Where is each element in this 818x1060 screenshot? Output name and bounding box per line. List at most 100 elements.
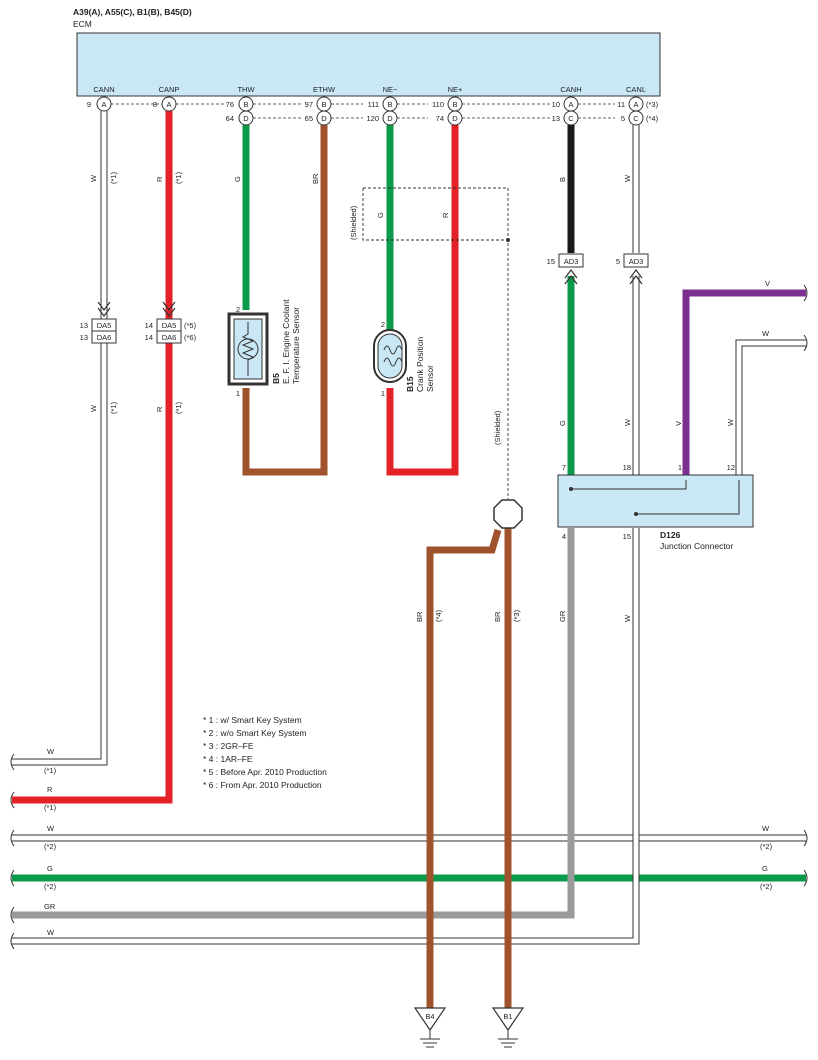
note-1: * 1 : w/ Smart Key System	[203, 715, 302, 725]
svg-text:(*3): (*3)	[512, 609, 521, 622]
svg-text:(*1): (*1)	[109, 171, 118, 184]
note-5: * 5 : Before Apr. 2010 Production	[203, 767, 327, 777]
svg-text:BR: BR	[415, 611, 424, 622]
shield-ground-splice	[493, 499, 523, 529]
svg-text:13: 13	[80, 321, 88, 330]
svg-text:10: 10	[552, 100, 560, 109]
svg-text:D: D	[387, 114, 393, 123]
svg-text:13: 13	[80, 333, 88, 342]
svg-text:7: 7	[562, 463, 566, 472]
svg-text:G: G	[233, 176, 242, 182]
svg-text:V: V	[674, 421, 683, 426]
svg-text:15: 15	[623, 532, 631, 541]
wire-canp	[12, 111, 173, 804]
svg-text:(*5): (*5)	[184, 321, 197, 330]
svg-text:R: R	[155, 406, 164, 412]
svg-text:W: W	[47, 928, 55, 937]
svg-text:GR: GR	[44, 902, 56, 911]
terminal-ne-minus: B 111 D 120	[366, 96, 398, 126]
shield-lines	[362, 187, 509, 499]
svg-text:G: G	[558, 420, 567, 426]
svg-text:BR: BR	[311, 173, 320, 184]
svg-text:15: 15	[547, 257, 555, 266]
svg-text:B: B	[558, 177, 567, 182]
svg-text:5: 5	[616, 257, 620, 266]
svg-text:(*1): (*1)	[109, 401, 118, 414]
terminal-pair-dashes	[111, 103, 615, 119]
svg-text:W: W	[89, 174, 98, 182]
svg-text:W: W	[726, 418, 735, 426]
ecm-name: ECM	[73, 19, 92, 29]
svg-text:R: R	[155, 176, 164, 182]
svg-text:B1: B1	[503, 1012, 512, 1021]
ecm-box	[76, 32, 661, 97]
svg-text:(*2): (*2)	[44, 842, 57, 851]
svg-text:(Shielded): (Shielded)	[493, 410, 502, 445]
svg-text:W: W	[623, 614, 632, 622]
ecm-terminals: A 9 A 8 B 76 D 64 B 97 D 65 B 111	[87, 96, 659, 126]
svg-text:4: 4	[562, 532, 566, 541]
svg-text:(*4): (*4)	[434, 609, 443, 622]
wire-w-pin15	[12, 528, 640, 945]
svg-text:(Shielded): (Shielded)	[349, 205, 358, 240]
pin-label-ne-plus: NE+	[448, 85, 463, 94]
svg-text:GR: GR	[558, 610, 567, 622]
svg-text:D126: D126	[660, 530, 681, 540]
svg-text:B15: B15	[405, 376, 415, 392]
wire-cann	[12, 111, 108, 766]
note-2: * 2 : w/o Smart Key System	[203, 728, 306, 738]
svg-text:Junction Connector: Junction Connector	[660, 541, 733, 551]
svg-text:DA5: DA5	[97, 321, 112, 330]
terminal-canl: A 11 (*3) C 5 (*4)	[617, 96, 659, 126]
svg-text:(*1): (*1)	[44, 803, 57, 812]
svg-text:AD3: AD3	[629, 257, 644, 266]
wire-ethw-loop	[242, 125, 328, 476]
terminal-thw: B 76 D 64	[226, 96, 254, 126]
svg-text:(*2): (*2)	[760, 842, 773, 851]
svg-text:W: W	[89, 404, 98, 412]
svg-text:B: B	[452, 100, 457, 109]
pin-label-thw: THW	[237, 85, 255, 94]
svg-text:B: B	[321, 100, 326, 109]
svg-text:2: 2	[236, 305, 240, 314]
svg-text:Crank Position: Crank Position	[415, 336, 425, 392]
svg-text:W: W	[623, 418, 632, 426]
wire-color-labels: W (*1) R (*1) G BR G R B W W (*1) R (*1)…	[89, 171, 770, 622]
svg-text:C: C	[633, 114, 639, 123]
svg-text:(*3): (*3)	[646, 100, 659, 109]
svg-text:W: W	[47, 747, 55, 756]
terminal-cann: A 9	[87, 96, 112, 112]
svg-text:65: 65	[305, 114, 313, 123]
connector-da5-da6: DA5 DA6 DA5 DA6 13 13 14 14 (*5) (*6)	[80, 301, 197, 344]
wire-br-b4	[426, 528, 502, 1010]
ecm-pin-labels: CANN CANP THW ETHW NE− NE+ CANH CANL	[93, 85, 646, 94]
svg-text:74: 74	[436, 114, 444, 123]
svg-text:B5: B5	[271, 373, 281, 384]
svg-text:V: V	[765, 279, 770, 288]
svg-text:W: W	[47, 824, 55, 833]
note-4: * 4 : 1AR–FE	[203, 754, 253, 764]
connector-list: A39(A), A55(C), B1(B), B45(D)	[73, 7, 192, 17]
svg-text:11: 11	[617, 100, 625, 109]
pin-label-cann: CANN	[93, 85, 114, 94]
svg-text:BR: BR	[493, 611, 502, 622]
svg-text:(*1): (*1)	[174, 171, 183, 184]
svg-text:64: 64	[226, 114, 234, 123]
svg-text:1: 1	[381, 389, 385, 398]
svg-text:(*2): (*2)	[760, 882, 773, 891]
svg-text:1: 1	[236, 389, 240, 398]
shield-junction-dot	[506, 238, 510, 242]
wire-v-purple	[682, 289, 806, 475]
terminal-ethw: B 97 D 65	[305, 96, 332, 126]
svg-text:18: 18	[623, 463, 631, 472]
svg-text:Sensor: Sensor	[425, 365, 435, 392]
pin-label-ne-minus: NE−	[383, 85, 398, 94]
svg-text:D: D	[243, 114, 249, 123]
svg-text:A: A	[166, 100, 171, 109]
svg-text:C: C	[568, 114, 574, 123]
svg-text:DA5: DA5	[162, 321, 177, 330]
svg-text:(*4): (*4)	[646, 114, 659, 123]
terminal-ne-plus: B 110 D 74	[432, 96, 463, 126]
svg-text:D: D	[452, 114, 458, 123]
svg-text:DA6: DA6	[162, 333, 177, 342]
